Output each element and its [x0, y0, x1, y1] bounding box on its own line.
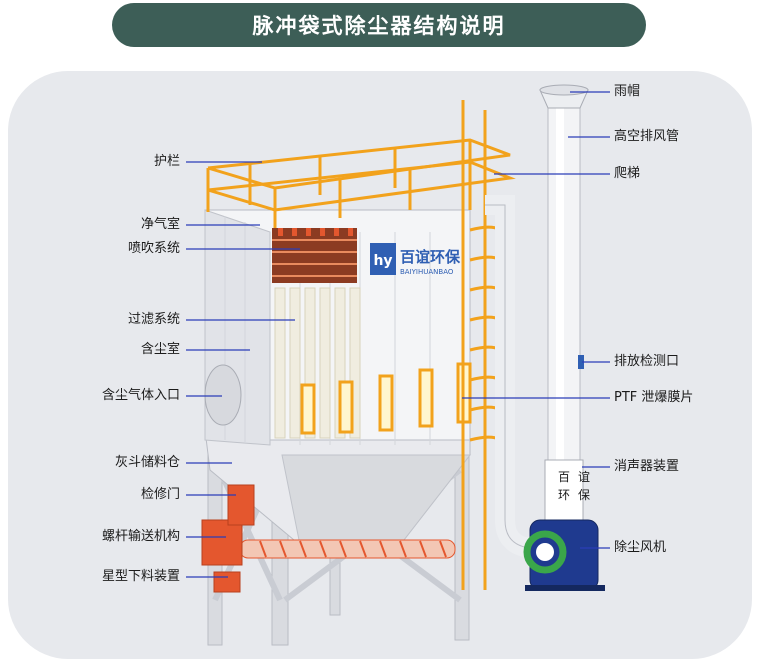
- page-title: 脉冲袋式除尘器结构说明: [252, 14, 506, 38]
- screw-conveyor-drive: [201, 519, 243, 566]
- logo-text-en: BAIYIHUANBAO: [400, 268, 454, 276]
- label-rotary-valve: 星型下料装置: [101, 569, 180, 584]
- filter-bags: [274, 287, 361, 439]
- leader-lines: [186, 91, 610, 578]
- label-rain-cap: 雨帽: [614, 84, 641, 99]
- label-silencer: 消声器装置: [614, 459, 680, 474]
- label-ladder: 爬梯: [614, 166, 641, 181]
- emission-test-port: [578, 355, 584, 369]
- label-explosion-vent: PTF 泄爆膜片: [614, 390, 694, 405]
- silencer-char-3: 环: [558, 488, 570, 502]
- brand-logo: hy 百谊环保 BAIYIHUANBAO: [370, 243, 461, 276]
- inspection-door: [227, 484, 255, 526]
- logo-text-cn: 百谊环保: [400, 248, 461, 266]
- rotary-valve: [213, 571, 241, 593]
- ladder: [461, 100, 507, 590]
- silencer-char-1: 百: [558, 470, 570, 484]
- label-inspection-door: 检修门: [140, 487, 180, 502]
- explosion-vents: [300, 362, 472, 435]
- svg-text:hy: hy: [373, 253, 392, 269]
- label-clean-air-chamber: 净气室: [140, 217, 180, 232]
- label-filter-system: 过滤系统: [127, 312, 180, 327]
- label-emission-test-port: 排放检测口: [614, 354, 680, 369]
- label-guardrail: 护栏: [153, 154, 180, 169]
- label-dusty-gas-inlet: 含尘气体入口: [101, 388, 180, 403]
- silencer-char-4: 保: [578, 488, 590, 502]
- pulse-jet-system: [272, 228, 357, 283]
- label-screw-conveyor: 螺杆输送机构: [101, 529, 180, 544]
- guardrail: [206, 138, 516, 228]
- label-dusty-chamber: 含尘室: [140, 342, 180, 357]
- label-exhaust-stack: 高空排风管: [614, 129, 680, 144]
- title-banner: 脉冲袋式除尘器结构说明: [112, 3, 646, 47]
- dust-fan: [523, 519, 605, 591]
- label-ash-hopper: 灰斗储料仓: [114, 455, 180, 470]
- dusty-gas-inlet: [204, 364, 242, 426]
- label-pulse-jet-system: 喷吹系统: [127, 241, 180, 256]
- silencer-char-2: 谊: [578, 469, 590, 484]
- label-dust-fan: 除尘风机: [614, 540, 667, 555]
